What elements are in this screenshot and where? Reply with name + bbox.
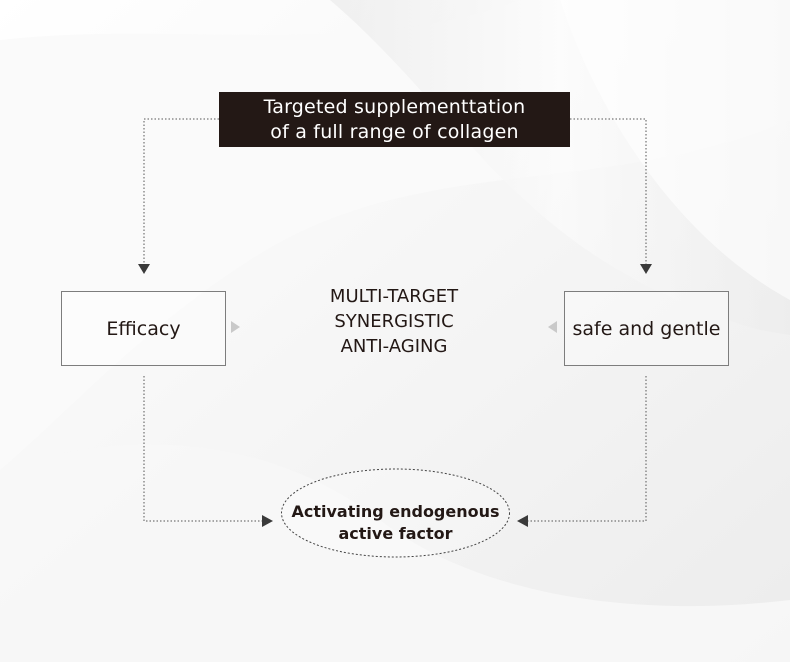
small-arrow-right-icon <box>231 321 240 333</box>
efficacy-box: Efficacy <box>61 291 226 366</box>
connector-top-left <box>143 118 219 264</box>
top-box-line1: Targeted supplementtation <box>263 95 526 118</box>
arrow-down-right-icon <box>640 264 652 274</box>
efficacy-label: Efficacy <box>106 317 181 340</box>
endogenous-factor-label: Activating endogenous active factor <box>281 488 510 558</box>
bottom-ellipse-outline <box>281 468 510 558</box>
small-arrow-left-icon <box>548 321 557 333</box>
center-line3: ANTI-AGING <box>340 336 448 357</box>
safe-gentle-label: safe and gentle <box>572 317 721 340</box>
safe-gentle-box: safe and gentle <box>564 291 729 366</box>
arrow-right-bottom-icon <box>262 515 273 527</box>
center-line1: MULTI-TARGET <box>329 286 459 307</box>
connector-bottom-left <box>143 376 262 522</box>
collagen-supplement-box: Targeted supplementtation of a full rang… <box>219 92 570 147</box>
connector-bottom-right <box>528 376 647 522</box>
connector-top-right <box>570 118 647 264</box>
ellipse-line2: active factor <box>338 524 453 543</box>
ellipse-line1: Activating endogenous <box>291 502 500 521</box>
center-line2: SYNERGISTIC <box>334 311 454 332</box>
arrow-down-left-icon <box>138 264 150 274</box>
top-box-line2: of a full range of collagen <box>270 120 519 143</box>
arrow-left-bottom-icon <box>517 515 528 527</box>
center-heading: MULTI-TARGET SYNERGISTIC ANTI-AGING <box>294 284 494 359</box>
